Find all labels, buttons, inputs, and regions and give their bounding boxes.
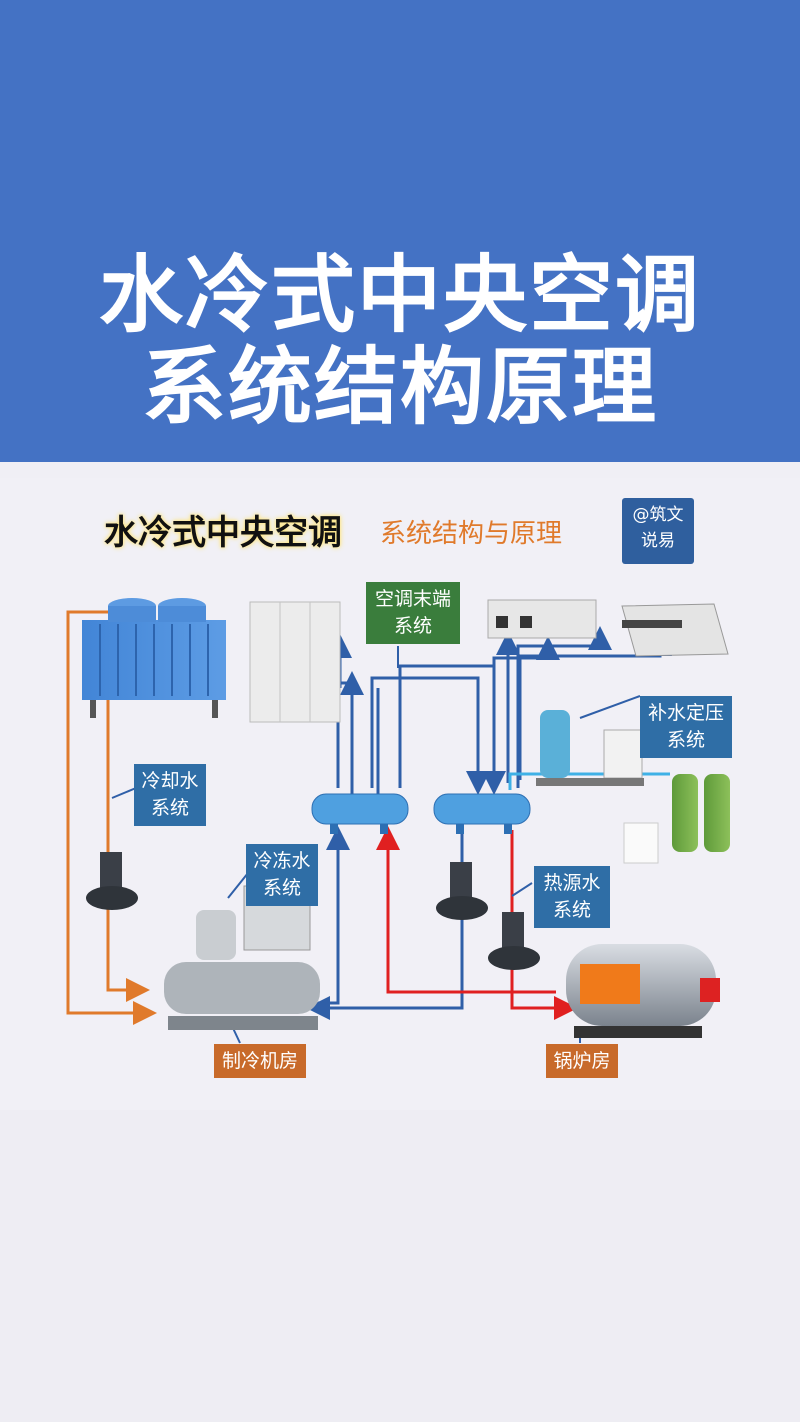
makeup-system-label: 补水定压 系统 [640, 696, 732, 758]
cooling-water-pump [86, 852, 138, 910]
blank-lower-area [0, 1110, 800, 1422]
chiller-room-text: 制冷机房 [221, 1049, 298, 1072]
banner-title-line2: 系统结构原理 [141, 338, 658, 436]
makeup-pressurization-unit [536, 710, 644, 786]
heat-source-system-label: 热源水 系统 [534, 866, 610, 928]
boiler-room-text: 锅炉房 [553, 1049, 611, 1072]
chilled-water-pump [436, 862, 488, 920]
fan-coil-unit [621, 603, 729, 657]
chiller-unit [164, 885, 320, 1030]
cooling-water-system-label: 冷却水 系统 [134, 764, 206, 826]
header-manifold-right [433, 793, 531, 834]
chilled-label-line2: 系统 [262, 877, 301, 899]
boiler-room-label: 锅炉房 [546, 1044, 618, 1078]
title-banner: 水冷式中央空调 系统结构原理 [0, 0, 800, 462]
water-softener [623, 774, 730, 864]
chiller-room-label: 制冷机房 [214, 1044, 306, 1078]
ducted-fan-coil [487, 599, 597, 639]
handle-line1: @筑文 [632, 505, 684, 525]
handle-line2: 说易 [641, 531, 675, 551]
cooling-label-line1: 冷却水 [141, 770, 199, 792]
hot-water-pump [488, 912, 540, 970]
terminal-label-line1: 空调末端 [374, 588, 451, 610]
hot-water-pipes [376, 826, 578, 1020]
cooling-label-line2: 系统 [150, 797, 189, 819]
header-manifold-left [311, 793, 409, 834]
banner-title-line1: 水冷式中央空调 [98, 246, 701, 344]
heat-label-line1: 热源水 [543, 872, 601, 894]
makeup-label-line2: 系统 [666, 729, 705, 751]
makeup-label-line1: 补水定压 [647, 702, 724, 724]
cooling-water-pipes [66, 610, 157, 1025]
terminal-system-label: 空调末端 系统 [366, 582, 460, 644]
boiler [566, 944, 720, 1038]
heat-label-line2: 系统 [552, 899, 591, 921]
diagram-subtitle: 系统结构与原理 [380, 519, 563, 549]
author-handle: @筑文 说易 [622, 498, 694, 564]
air-handling-unit [249, 601, 341, 723]
cooling-tower [82, 598, 226, 718]
diagram-title: 水冷式中央空调 [104, 513, 342, 553]
system-diagram [66, 598, 730, 1044]
chilled-water-system-label: 冷冻水 系统 [246, 844, 318, 906]
chilled-label-line1: 冷冻水 [253, 850, 311, 872]
terminal-label-line2: 系统 [393, 615, 432, 637]
